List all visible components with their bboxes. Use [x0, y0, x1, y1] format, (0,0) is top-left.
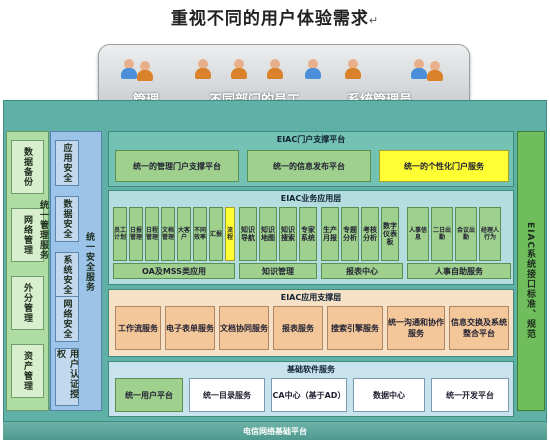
hr-cell: 会议出勤: [455, 207, 477, 261]
mgmt-item: 资产管理: [11, 344, 44, 398]
oa-cell-more: 流程: [225, 207, 235, 261]
portal-item: 统一的管理门户支撑平台: [115, 150, 239, 182]
portal-section: EIAC门户支撑平台 统一的管理门户支撑平台 统一的信息发布平台 统一的个性化门…: [108, 131, 514, 187]
management-column: 数据备份 网络管理 外分管理 资产管理: [6, 131, 49, 411]
support-item: 文档协同服务: [219, 306, 269, 350]
oa-cell: 日报管理: [129, 207, 143, 261]
business-section: EIAC业务应用层 员工计划 日报管理 日程管理 文档管理 大客户 不同效率 汇…: [108, 190, 514, 285]
base-item: 统一目录服务: [189, 378, 265, 412]
knowledge-label: 知识管理: [239, 263, 317, 279]
hr-label: 人事自助服务: [407, 263, 511, 279]
security-footer: 统一安全服务: [84, 232, 94, 292]
knowledge-cell: 专家系统: [299, 207, 317, 261]
security-item: 应用安全: [55, 140, 79, 186]
security-item: 用户认证授权: [55, 348, 79, 406]
title-text: 重视不同的用户体验需求: [170, 9, 369, 29]
support-item: 统一沟通和协作服务: [387, 306, 445, 350]
interface-standard-label: EIAC系统接口标准、规范: [525, 222, 535, 340]
knowledge-cell: 知识地图: [259, 207, 277, 261]
support-item: 信息交换及系统整合平台: [449, 306, 509, 350]
mgmt-footer: 统一管理服务: [38, 200, 48, 260]
mgmt-item: 数据备份: [11, 140, 44, 194]
report-cell: 专题分析: [341, 207, 359, 261]
business-header: EIAC业务应用层: [280, 194, 342, 203]
person-icon: [121, 59, 137, 79]
person-icon: [137, 61, 153, 81]
person-icon: [305, 59, 321, 79]
report-label: 报表中心: [321, 263, 403, 279]
security-item: 网络安全: [55, 296, 79, 342]
portal-item: 统一的个性化门户服务: [379, 150, 509, 182]
network-foundation-label: 电信网络基础平台: [243, 426, 307, 436]
support-item: 工作流服务: [115, 306, 161, 350]
oa-cell: 汇报: [209, 207, 223, 261]
support-item: 搜索引擎服务: [327, 306, 383, 350]
person-icon: [231, 59, 247, 79]
base-item: 数据中心: [353, 378, 425, 412]
base-header: 基础软件服务: [287, 365, 335, 374]
base-item: CA中心（基于AD）: [271, 378, 347, 412]
base-item: 统一开发平台: [431, 378, 509, 412]
portal-header: EIAC门户支撑平台: [276, 135, 346, 144]
person-icon: [267, 59, 283, 79]
report-cell: 生产月报: [321, 207, 339, 261]
hr-cell: 人事信息: [407, 207, 429, 261]
page-title: 重视不同的用户体验需求↵: [170, 9, 380, 29]
report-cell: 考核分析: [361, 207, 379, 261]
mgmt-item: 网络管理: [11, 208, 44, 262]
oa-cell: 日程管理: [145, 207, 159, 261]
mgmt-item: 外分管理: [11, 276, 44, 330]
security-item: 系统安全: [55, 252, 79, 298]
network-foundation-bar: 电信网络基础平台: [3, 421, 547, 440]
hr-cell: 二日出勤: [431, 207, 453, 261]
support-item: 报表服务: [273, 306, 323, 350]
security-column: 应用安全 数据安全 系统安全 网络安全 用户认证授权 统一安全服务: [50, 131, 102, 411]
oa-cell: 员工计划: [113, 207, 127, 261]
knowledge-cell: 知识搜索: [279, 207, 297, 261]
portal-item: 统一的信息发布平台: [247, 150, 371, 182]
interface-standard-column: EIAC系统接口标准、规范: [517, 131, 545, 411]
oa-cell: 文档管理: [161, 207, 175, 261]
hr-cell: 经理人行为: [479, 207, 501, 261]
person-icon: [345, 59, 361, 79]
support-section: EIAC应用支撑层 工作流服务 电子表单服务 文档协同服务 报表服务 搜索引擎服…: [108, 289, 514, 357]
knowledge-cell: 知识导航: [239, 207, 257, 261]
person-icon: [195, 59, 211, 79]
report-cell: 数字仪表板: [381, 207, 399, 261]
security-item: 数据安全: [55, 196, 79, 242]
base-item: 统一用户平台: [115, 378, 183, 412]
person-icon: [427, 61, 443, 81]
oa-label: OA及MSS类应用: [113, 263, 235, 279]
person-icon: [411, 59, 427, 79]
support-item: 电子表单服务: [165, 306, 215, 350]
oa-cell: 大客户: [177, 207, 191, 261]
oa-cell: 不同效率: [193, 207, 207, 261]
base-section: 基础软件服务 统一用户平台 统一目录服务 CA中心（基于AD） 数据中心 统一开…: [108, 361, 514, 417]
support-header: EIAC应用支撑层: [280, 293, 342, 302]
